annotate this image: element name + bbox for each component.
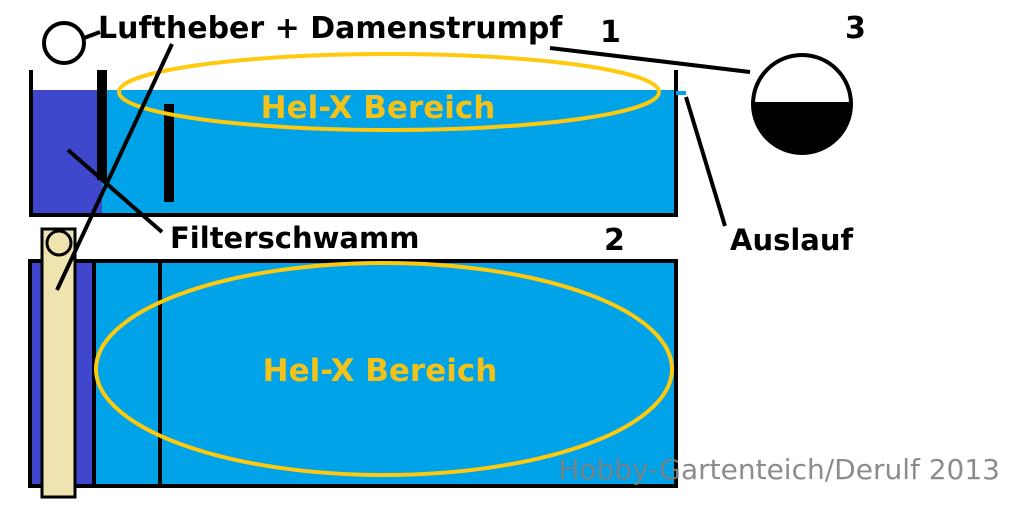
upper-partition-2	[164, 104, 174, 202]
airlift-pipe-body	[40, 227, 77, 499]
outlet-leader-line	[684, 96, 727, 227]
ball-valve-lower-half	[753, 104, 851, 153]
ball-valve-leader-line	[549, 46, 751, 74]
outlet-label: Auslauf	[730, 223, 854, 257]
upper-partition-1	[97, 70, 107, 180]
chamber-number-2: 2	[604, 223, 625, 258]
lower-tank-outline	[28, 259, 678, 488]
air-pump-connector	[83, 30, 101, 40]
lower-helx-ellipse	[94, 261, 674, 477]
airlift-pipe-opening	[45, 229, 73, 257]
upper-tank-outline	[29, 70, 678, 217]
upper-helx-label: Hel-X Bereich	[261, 90, 496, 126]
ball-valve-icon	[751, 53, 853, 155]
upper-chamber: Hel-X Bereich	[29, 52, 686, 217]
sponge-label: Filterschwamm	[170, 221, 419, 255]
valve-number-3: 3	[845, 11, 866, 46]
upper-helx-ellipse	[117, 52, 661, 132]
airlift-leader-line	[55, 43, 174, 291]
leader-lines	[55, 43, 751, 291]
airlift-pipe	[40, 227, 77, 499]
watermark: Hobby-Gartenteich/Derulf 2013	[558, 453, 1000, 486]
air-pump-icon	[42, 21, 86, 65]
upper-water	[30, 90, 676, 215]
chamber-number-1: 1	[600, 15, 621, 50]
sponge-leader-line	[66, 148, 164, 234]
lower-helx-label: Hel-X Bereich	[263, 353, 498, 389]
upper-sponge-section	[30, 90, 102, 215]
airlift-label: Luftheber + Damenstrumpf	[98, 11, 563, 46]
